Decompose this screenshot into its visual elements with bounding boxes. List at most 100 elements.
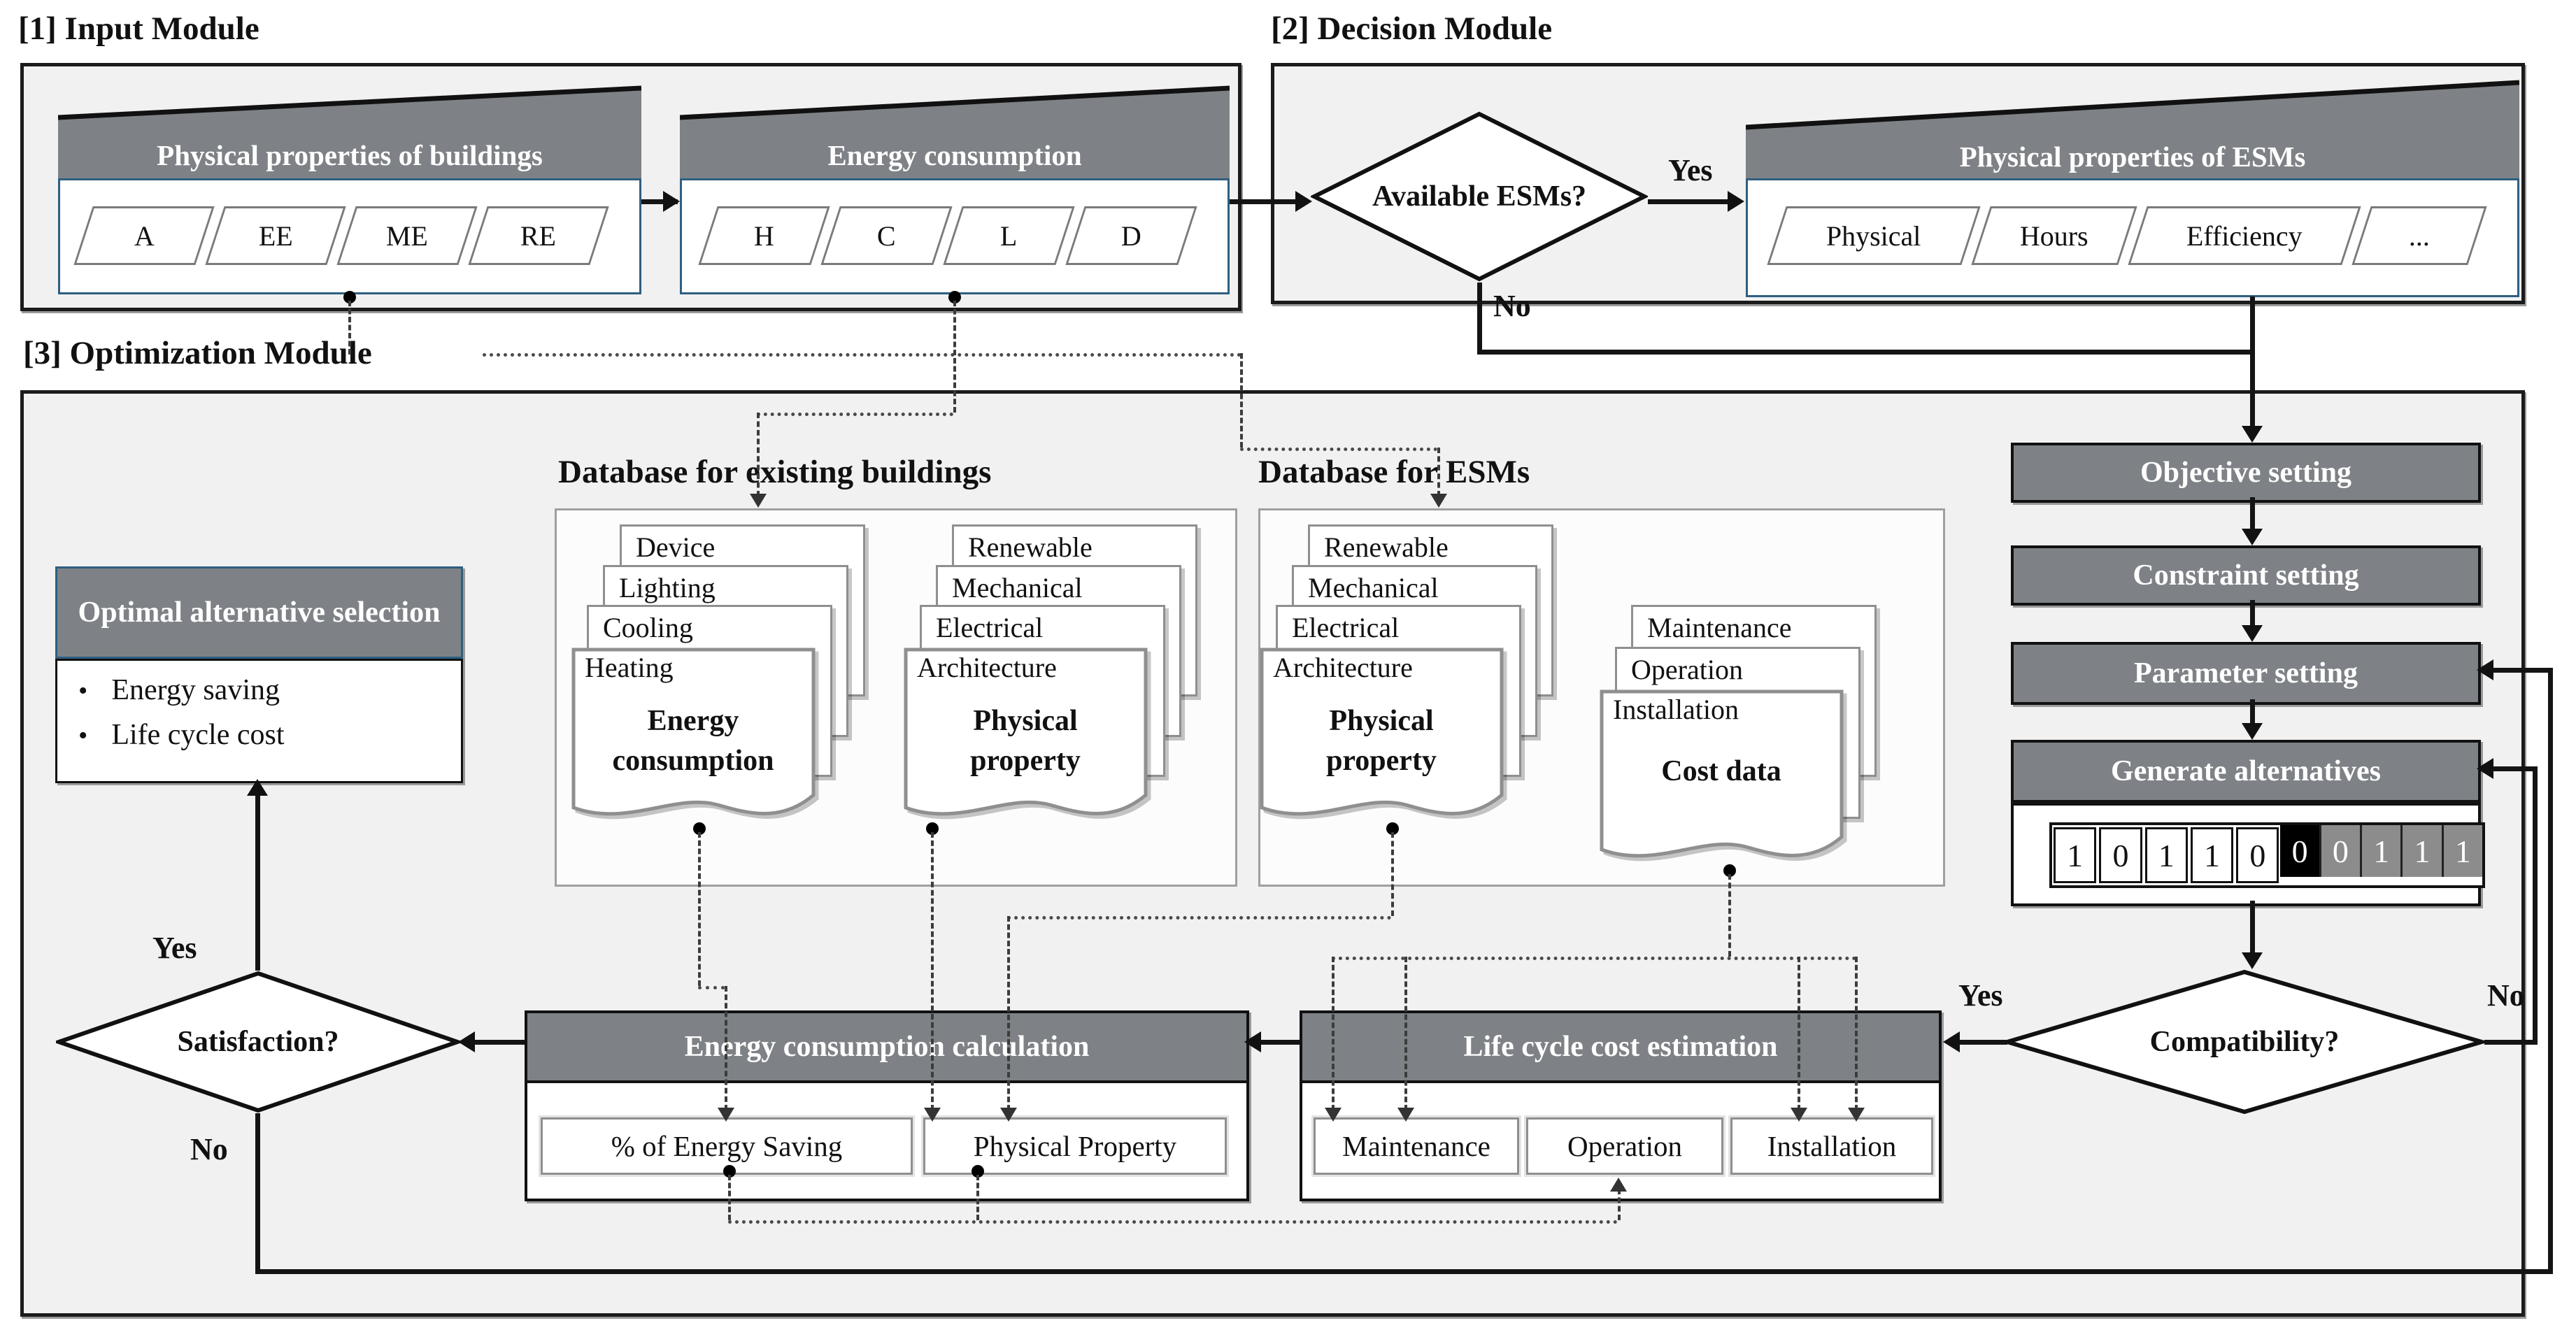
buildings-items: A EE ME RE [73,206,609,265]
energy-card: Energy consumption H C L D [680,84,1230,294]
doc-front-physical-property: Architecture Physical property [903,647,1148,836]
flow-no-down [1477,283,1482,352]
esms-card-title: Physical properties of ESMs [1959,141,2306,173]
arrowhead-dashed [1430,494,1447,508]
building-item-a: A [73,206,215,265]
available-esms-text: Available ESMs? [1372,180,1587,213]
gene-cell: 1 [2054,827,2097,883]
flow-satisfaction-yes-up [255,783,260,971]
gene-cell: 0 [2236,827,2279,883]
loop-satisfaction-no-bottom [255,1269,2553,1274]
energy-item-c: C [820,206,953,265]
gene-cell: 0 [2099,827,2142,883]
energy-item-l: L [943,206,1075,265]
arrowhead-dashed [1610,1178,1627,1192]
flow-into-objective [2250,350,2255,430]
generate-alternatives-box: Generate alternatives [2011,740,2481,803]
link-label-to-esmdb-h [1240,448,1437,451]
arrowhead-dashed [924,1108,941,1122]
arrowhead-dashed [1791,1108,1807,1122]
loop-compat-no-into-generate [2485,766,2538,771]
gene-cell: 1 [2190,827,2234,883]
junction-dot [948,291,961,303]
chromosome-row: 1 0 1 1 0 0 0 1 1 1 [2049,822,2485,888]
energy-item-h: H [698,206,830,265]
link-into-operation [1618,1189,1621,1220]
satisfaction-no-label: No [190,1132,228,1166]
buildings-card: Physical properties of buildings A EE ME… [58,84,641,294]
module3-label: [3] Optimization Module [23,335,372,371]
lcc-header: Life cycle cost estimation [1300,1010,1942,1083]
link-into-db-esms [1437,448,1440,496]
compatibility-text: Compatibility? [2149,1025,2340,1058]
esms-item-more: ... [2351,206,2487,265]
link-label-to-esmdb-v [1240,353,1243,448]
output-dot-energy-saving [723,1165,736,1178]
esms-items: Physical Hours Efficiency ... [1767,206,2487,265]
loop-compat-no-right [2484,1040,2538,1045]
optimal-selection-bullets: Energy saving Life cycle cost [78,673,461,752]
loop-compat-no-up [2533,766,2538,1045]
esms-banner [1746,80,2519,178]
arrowhead [1943,1031,1960,1052]
arrowhead [1244,1031,1261,1052]
flow-constraint-parameter [2250,600,2255,628]
doc-dot-energy-consumption [693,822,706,835]
link-cost-down [1728,874,1731,957]
arrowhead [1295,191,1312,212]
doc-front-cost-data: Installation Cost data [1599,689,1844,878]
arrowhead [2477,758,2493,779]
arrowhead [2242,426,2263,443]
doc-front-energy-consumption: Heating Energy consumption [571,647,816,836]
link-energy-down [953,301,956,413]
arrowhead [2242,952,2263,969]
flow-esms-down [2250,296,2255,355]
satisfaction-yes-label: Yes [152,931,197,965]
link-feedback-bus [728,1220,1618,1224]
db-esms-label: Database for ESMs [1258,454,1530,490]
arrowhead [247,779,268,796]
gene-cell: 0 [2319,825,2361,877]
module2-label: [2] Decision Module [1271,10,1553,47]
flow-compat-yes-to-lcc [1958,1040,2007,1045]
satisfaction-diamond [56,971,460,1113]
gene-cell: 1 [2441,825,2482,877]
link-energy-jog [757,413,953,416]
link-esmpp-into-ecc [1007,916,1010,1110]
energy-item-d: D [1065,206,1197,265]
compatibility-no-label: No [2487,978,2525,1013]
arrowhead-dashed [1848,1108,1865,1122]
buildings-card-title: Physical properties of buildings [157,139,543,171]
building-item-re: RE [468,206,609,265]
arrowhead [2242,529,2263,545]
building-item-ee: EE [205,206,346,265]
output-dot-physical-property [972,1165,984,1178]
doc-dot-cost-data [1723,864,1736,877]
satisfaction-text: Satisfaction? [177,1025,339,1058]
link-into-db-existing [757,413,760,496]
available-esms-diamond [1311,111,1648,282]
flow-parameter-generate [2250,699,2255,726]
arrowhead [2242,723,2263,740]
decision-yes-label: Yes [1668,153,1713,187]
link-pp-doc-into-ecc [931,832,934,1110]
energy-calc-header: Energy consumption calculation [525,1010,1249,1083]
flow-ecc-to-satisfaction [472,1040,525,1045]
loop-satisfaction-no-down [255,1113,260,1274]
decision-no-label: No [1493,289,1531,323]
optimal-selection-body: Energy saving Life cycle cost [55,659,463,783]
esms-item-physical: Physical [1767,206,1981,265]
link-ec-doc-down [698,832,701,986]
loop-satisfaction-no-into-parameter [2485,668,2553,673]
arrowhead-dashed [1325,1108,1342,1122]
cost-installation: Installation [1730,1117,1933,1175]
flow-lcc-to-ecc [1259,1040,1300,1045]
flow-no-right [1477,350,2254,355]
gene-cell: 1 [2360,825,2401,877]
link-ec-doc-jog [698,986,725,989]
flow-energy-to-decision [1230,199,1300,204]
esms-item-efficiency: Efficiency [2128,206,2361,265]
parameter-setting-box: Parameter setting [2011,642,2481,705]
constraint-setting-box: Constraint setting [2011,545,2481,606]
